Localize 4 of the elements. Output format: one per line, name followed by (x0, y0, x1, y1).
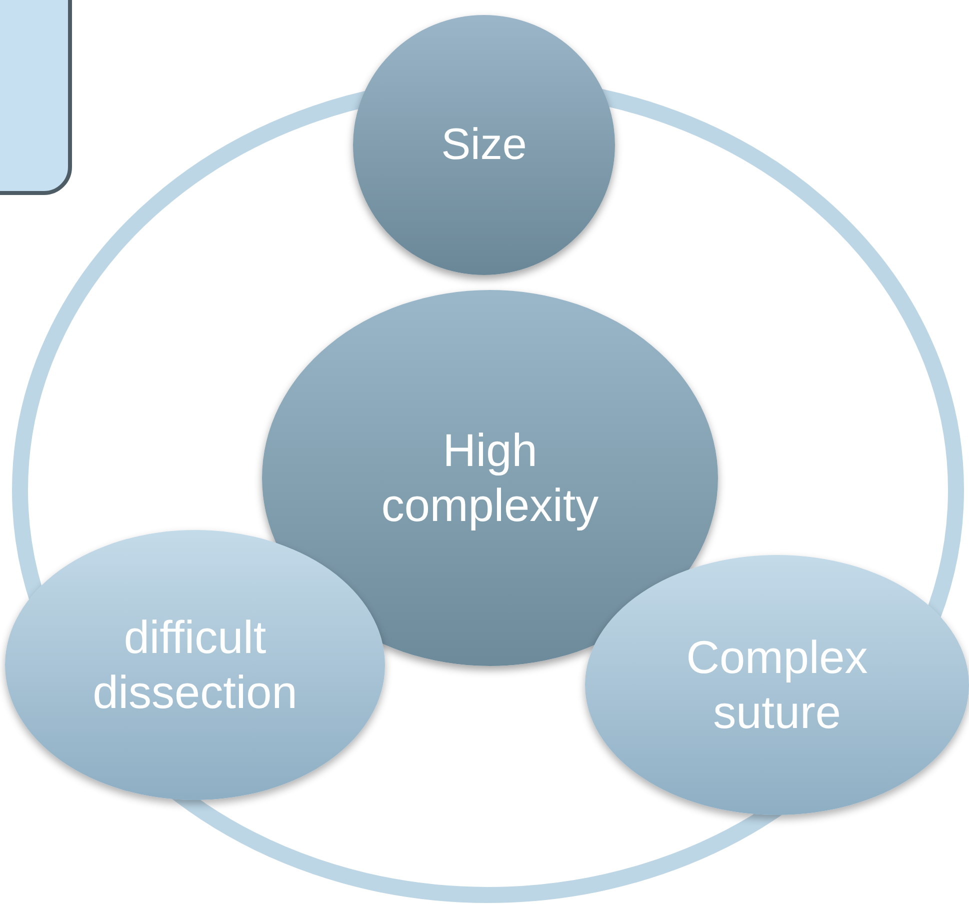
node-label: High complexity (380, 422, 600, 533)
node-label: difficult dissection (92, 610, 298, 720)
node-label: Complex suture (685, 630, 869, 740)
node-label: Size (441, 119, 527, 171)
